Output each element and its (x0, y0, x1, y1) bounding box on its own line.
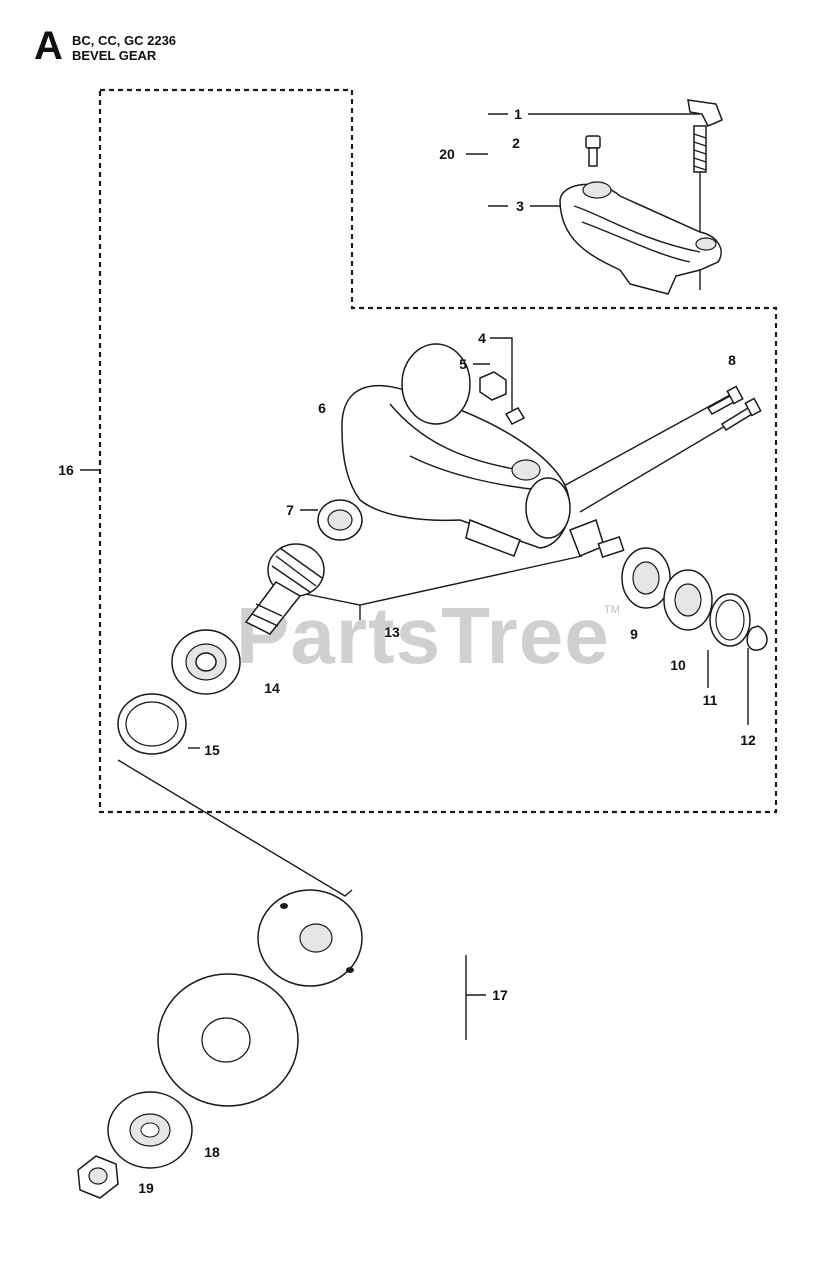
part-circlip (746, 625, 768, 651)
part-support-cup (257, 889, 363, 987)
callout-8: 8 (728, 352, 736, 368)
part-ring-11 (709, 593, 751, 647)
callout-7: 7 (286, 502, 294, 518)
callout-12: 12 (740, 732, 756, 748)
part-grease-nipple (504, 407, 526, 425)
callout-10: 10 (670, 657, 686, 673)
part-bearing-9 (621, 547, 671, 609)
watermark-trademark: TM (604, 604, 620, 616)
callout-3: 3 (516, 198, 524, 214)
part-bearing-10 (663, 569, 713, 631)
part-clamp-cover (559, 181, 722, 295)
part-retaining-ring (117, 693, 187, 755)
part-flange (107, 1091, 193, 1169)
assembly-boundary (98, 88, 778, 814)
section-letter: A (34, 24, 63, 68)
callout-19: 19 (138, 1180, 154, 1196)
callout-16: 16 (58, 462, 74, 478)
part-bolt-small (585, 135, 601, 167)
callout-6: 6 (318, 400, 326, 416)
callout-15: 15 (204, 742, 220, 758)
callout-5: 5 (459, 356, 467, 372)
callout-1: 1 (514, 106, 522, 122)
part-support-disc (157, 973, 299, 1107)
part-screws (706, 385, 762, 432)
callout-18: 18 (204, 1144, 220, 1160)
watermark-text: PartsTree (236, 591, 610, 680)
part-gear-housing (341, 343, 571, 557)
callout-9: 9 (630, 626, 638, 642)
part-bearing-large (171, 629, 241, 695)
callout-11: 11 (702, 692, 718, 708)
part-bearing-small (317, 499, 363, 541)
callout-20: 20 (439, 146, 455, 162)
callout-17: 17 (492, 987, 508, 1003)
model-list: BC, CC, GC 2236 (72, 33, 177, 48)
part-nut (77, 1155, 119, 1199)
callout-13: 13 (384, 624, 400, 640)
callout-4: 4 (478, 330, 486, 346)
callout-2: 2 (512, 135, 520, 151)
diagram-title: BEVEL GEAR (72, 48, 157, 63)
part-filler-plug (479, 371, 507, 401)
leader-lines (80, 113, 753, 1040)
callout-14: 14 (264, 680, 280, 696)
part-bevel-gear-set (244, 519, 625, 635)
